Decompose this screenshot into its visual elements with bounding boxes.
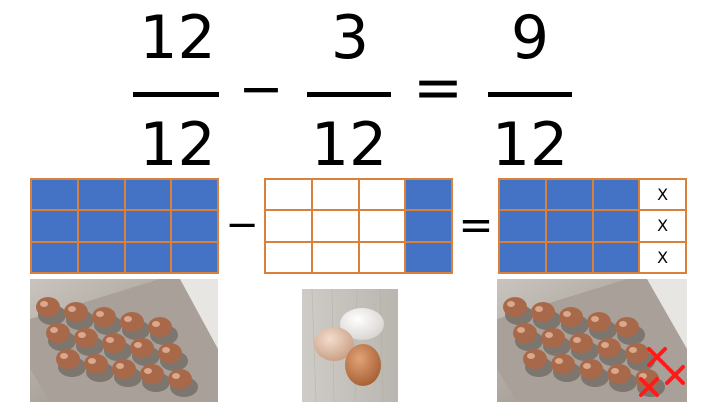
fraction3-bar — [488, 92, 572, 97]
model-equals: = — [458, 200, 494, 249]
empty-cell — [311, 241, 359, 273]
fraction1-numerator: 12 — [139, 3, 216, 73]
empty-cell — [358, 179, 406, 211]
empty-cell — [358, 241, 406, 273]
shaded-cell — [545, 179, 593, 211]
equation-equals: = — [412, 53, 464, 123]
shaded-cell — [592, 179, 640, 211]
crossed-cell: X — [639, 210, 686, 242]
fraction1-area-model — [30, 178, 219, 274]
shaded-cell — [499, 179, 546, 211]
fraction1-bar — [133, 92, 219, 97]
equation-minus: − — [238, 57, 284, 120]
shaded-cell — [405, 179, 452, 211]
shaded-cell — [545, 241, 593, 273]
three-eggs-photo — [302, 289, 398, 402]
fraction2-bar — [307, 92, 391, 97]
empty-cell — [311, 179, 359, 211]
shaded-cell — [171, 241, 218, 273]
shaded-cell — [77, 241, 125, 273]
shaded-cell — [124, 210, 172, 242]
fraction1-denominator: 12 — [139, 110, 216, 180]
shaded-cell — [31, 210, 78, 242]
shaded-cell — [171, 179, 218, 211]
shaded-cell — [31, 179, 78, 211]
shaded-cell — [499, 210, 546, 242]
shaded-cell — [77, 210, 125, 242]
shaded-cell — [592, 210, 640, 242]
crossed-cell: X — [639, 179, 686, 211]
crossed-cell: X — [639, 241, 686, 273]
fraction3-numerator: 9 — [510, 3, 550, 73]
fraction3-denominator: 12 — [491, 110, 569, 180]
shaded-cell — [405, 241, 452, 273]
empty-cell — [265, 179, 312, 211]
shaded-cell — [124, 241, 172, 273]
model-minus: − — [225, 202, 259, 248]
empty-cell — [358, 210, 406, 242]
empty-cell — [265, 210, 312, 242]
shaded-cell — [405, 210, 452, 242]
empty-cell — [265, 241, 312, 273]
fraction2-numerator: 3 — [330, 3, 370, 73]
crossed-out-eggs — [639, 347, 685, 397]
egg-carton-full-photo — [30, 279, 218, 402]
shaded-cell — [592, 241, 640, 273]
egg-carton-crossed-photo — [497, 279, 687, 402]
shaded-cell — [31, 241, 78, 273]
shaded-cell — [499, 241, 546, 273]
fraction2-denominator: 12 — [310, 110, 388, 180]
fraction2-area-model — [264, 178, 453, 274]
empty-cell — [311, 210, 359, 242]
shaded-cell — [77, 179, 125, 211]
shaded-cell — [171, 210, 218, 242]
shaded-cell — [545, 210, 593, 242]
shaded-cell — [124, 179, 172, 211]
